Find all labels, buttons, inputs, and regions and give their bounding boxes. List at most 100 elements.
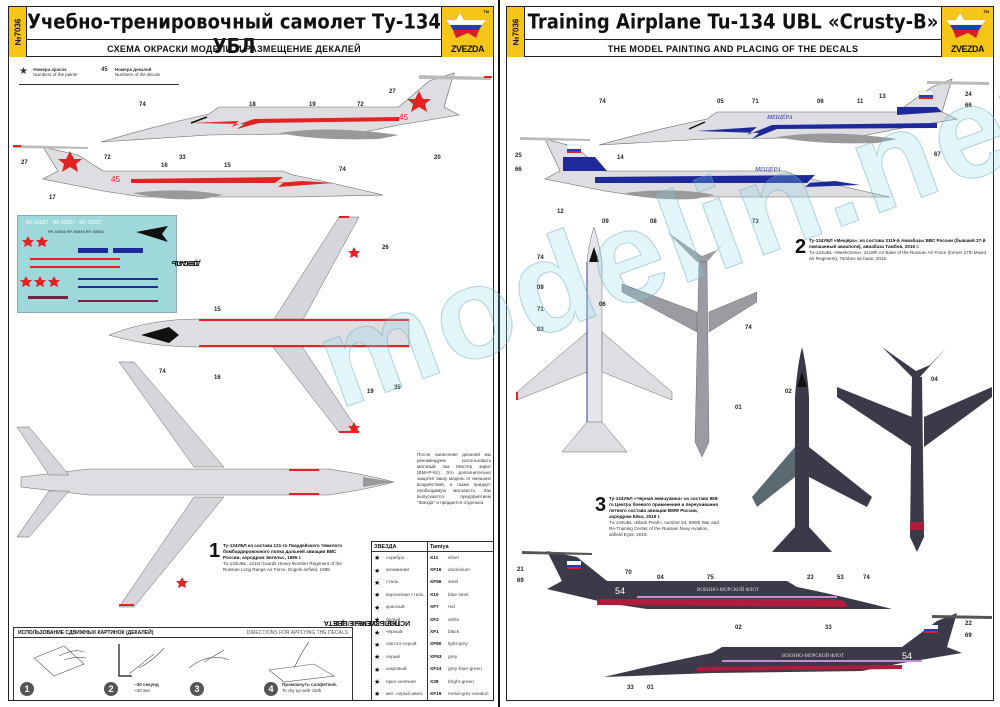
paint-name-ru: вороненая сталь [386, 592, 424, 598]
scheme-2-caption: Ту-134УБЛ «Мещёра», из состава 3119-й Ав… [809, 238, 987, 262]
article-number: №7036 [13, 18, 22, 46]
side-view-scheme3-left: 54 ВОЕННО-МОРСКОЙ ФЛОТ [522, 551, 892, 609]
fuselage-name-2: ВОЕННО-МОРСКОЙ ФЛОТ [697, 587, 759, 593]
paint-code: XF19 [430, 691, 442, 697]
r-callout-11: 11 [857, 99, 864, 105]
scheme-2-title-ru: Ту-134УБЛ «Мещёра», из состава 3119-й Ав… [809, 238, 986, 249]
paint-name-ru: красный [386, 605, 405, 611]
paint-code: X10 [430, 592, 439, 598]
paint-name-en: grey-blue-green [448, 667, 482, 673]
side-view-scheme2-left: МЕЩЁРА [520, 137, 891, 200]
paint-star-icon: ★ [374, 691, 381, 699]
paint-name-ru: чёрный [386, 630, 403, 636]
svg-text:45: 45 [399, 113, 408, 122]
legend-decals-ru: Номера декалей [114, 67, 152, 72]
directions-title-en: DIRECTIONS FOR APPLYING THE DECALS [246, 630, 348, 636]
paint-name-ru: серый [386, 654, 400, 660]
legend: ★ Номера красок Numbers of the paints 45… [19, 65, 179, 85]
callout-27b: 27 [21, 160, 28, 166]
article-number-tab: №7036 [9, 7, 27, 57]
paint-name-en: black [448, 630, 460, 636]
decal-sheet-preview: RF-12037 · RF-12037 · RF-12037 RF-93945 … [17, 215, 177, 313]
paint-name-en: red [448, 605, 455, 611]
step-4-note: Промокнуть салфеткой.To dry up with clot… [282, 682, 337, 694]
r-callout-74-plan: 74 [537, 255, 544, 261]
r-callout-14: 14 [617, 155, 624, 161]
paint-name-en: white [448, 617, 460, 623]
r-callout-33b: 33 [627, 685, 634, 691]
legend-decals-en: Numbers of the decals [114, 72, 160, 77]
svg-text:МЕЩЁРА: МЕЩЁРА [754, 165, 781, 173]
r-callout-74-side3: 74 [863, 575, 870, 581]
article-number-tab-right: №7036 [507, 7, 525, 57]
plan-view-scheme3 [752, 347, 992, 552]
side-view-scheme1-right: 45 [100, 72, 492, 143]
callout-18: 18 [249, 102, 256, 108]
legend-decals: 45 Номера декалей Numbers of the decals [101, 67, 160, 77]
r-callout-06-plan: 06 [599, 302, 606, 308]
decal-sheet-graphic: RF-12037 · RF-12037 · RF-12037 RF-93945 … [20, 220, 168, 302]
callout-15: 15 [224, 163, 231, 169]
callout-20: 20 [434, 155, 441, 161]
svg-text:45: 45 [111, 175, 120, 184]
r-callout-23: 23 [807, 575, 814, 581]
paint-star-icon: ★ [374, 641, 381, 649]
page-title-en: Training Airplane Tu-134 UBL «Crusty-B» [527, 10, 939, 35]
step-4-note-en: To dry up with cloth [282, 688, 322, 693]
legend-paints-ru: Номера красок [33, 67, 67, 72]
right-header: №7036 Training Airplane Tu-134 UBL «Crus… [507, 7, 993, 57]
paint-name-en: metal-grey aviation [448, 691, 489, 697]
paint-name-en: blue steel [448, 592, 469, 598]
scheme-3-title-ru: Ту-134УБЛ «Черная жемчужина» из состава … [609, 496, 719, 519]
paint-code: XF56 [430, 580, 442, 586]
paint-name-ru: серебро [386, 555, 405, 561]
side-view-scheme1-left: 45 [13, 145, 384, 200]
callout-15-plan: 15 [214, 307, 221, 313]
r-callout-10: 12 [557, 209, 564, 215]
r-callout-33: 33 [825, 625, 832, 631]
r-callout-12: 09 [602, 219, 609, 225]
paint-name-ru: шаровый [386, 667, 407, 673]
callout-16-plan: 16 [214, 375, 221, 381]
svg-text:ВОЕННО-МОРСКОЙ ФЛОТ: ВОЕННО-МОРСКОЙ ФЛОТ [782, 653, 844, 659]
r-callout-66: 66 [965, 103, 972, 109]
svg-text:RF-93945 RF-93945 RF-93945: RF-93945 RF-93945 RF-93945 [48, 229, 104, 234]
paint-name-en: grey [448, 654, 458, 660]
page-spine [498, 0, 502, 707]
scheme-2-number: 2 [795, 236, 807, 258]
callout-27: 27 [389, 89, 396, 95]
scheme-3-number: 3 [595, 494, 607, 516]
paint-name-en: aluminium [448, 568, 470, 574]
callout-33: 33 [179, 155, 186, 161]
callout-17: 17 [49, 195, 56, 201]
r-callout-06: 06 [817, 99, 824, 105]
scheme-3-text-en: Tu-134UBL «Black Pearl», number 54, 859t… [609, 520, 719, 537]
r-callout-69: 69 [517, 578, 524, 584]
paint-star-icon: ★ [374, 604, 381, 612]
title-divider [27, 39, 441, 40]
paint-code: XF2 [430, 617, 439, 623]
r-callout-05: 05 [717, 99, 724, 105]
callout-72: 72 [357, 102, 364, 108]
paint-star-icon: ★ [19, 66, 28, 77]
r-callout-21: 21 [517, 567, 524, 573]
r-callout-24: 24 [965, 92, 972, 98]
side-view-scheme2-right: МЕЩЁРА [598, 78, 989, 146]
header-tamiya: Tamiya [430, 544, 449, 550]
svg-text:54: 54 [902, 651, 912, 661]
r-callout-25: 25 [515, 153, 522, 159]
paint-name-ru: сталь [386, 580, 399, 586]
r-callout-01-black: 01 [735, 405, 742, 411]
r-callout-04: 04 [657, 575, 664, 581]
header-zvezda: ЗВЕЗДА [372, 542, 428, 551]
r-callout-03-plan: 03 [537, 327, 544, 333]
plan-view-scheme2-top [516, 226, 757, 458]
paint-code: X11 [430, 555, 439, 561]
page-title: Учебно-тренировочный самолет Ту-134 УБЛ [27, 10, 441, 59]
